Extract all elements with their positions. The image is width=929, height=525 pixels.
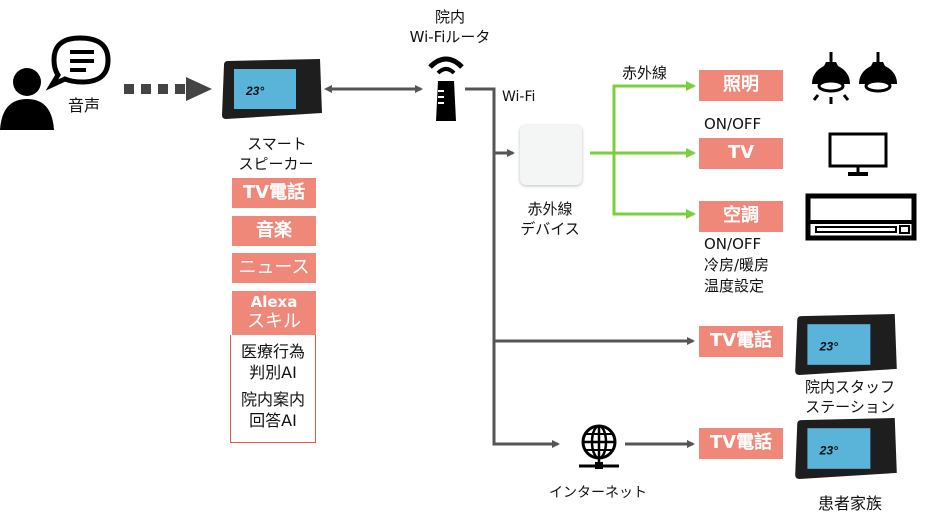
router-label-2: Wi-Fiルータ (409, 28, 491, 46)
voice-label: 音声 (68, 96, 101, 115)
staff-station-label-1: 院内スタッフ (804, 378, 895, 396)
smart-speaker-label-2: スピーカー (238, 155, 314, 173)
air-conditioner-icon (805, 193, 917, 241)
feature-alexa-skill: Alexa スキル (232, 291, 316, 335)
voice-arrow (124, 77, 212, 101)
feature-tv-call: TV電話 (232, 178, 316, 208)
ir-signal-label: 赤外線 (622, 64, 668, 82)
ai-item-medical-2: 判別AI (249, 363, 297, 382)
svg-text:23°: 23° (245, 84, 264, 98)
aircon-desc-1: ON/OFF (704, 235, 762, 253)
appliance-lighting: 照明 (699, 70, 783, 101)
speech-bubble-icon (45, 35, 111, 91)
ai-item-guide-1: 院内案内 (240, 390, 305, 409)
ir-device-label-2: デバイス (520, 220, 580, 238)
wifi-label: Wi-Fi (502, 89, 536, 105)
ir-signal-lines (590, 81, 696, 219)
svg-text:23°: 23° (819, 444, 839, 458)
staff-station-device: 23° (793, 312, 899, 376)
wifi-router-icon (428, 56, 464, 121)
family-device: 23° (793, 416, 899, 480)
staff-tv-call-tag: TV電話 (699, 326, 783, 357)
family-label: 患者家族 (817, 494, 882, 513)
family-tv-call-tag: TV電話 (699, 428, 783, 459)
lighting-desc: ON/OFF (704, 115, 762, 133)
staff-station-label-2: ステーション (805, 398, 895, 416)
svg-text:23°: 23° (819, 340, 839, 354)
aircon-desc-2: 冷房/暖房 (704, 256, 770, 274)
feature-news: ニュース (232, 253, 316, 283)
ai-item-guide-2: 回答AI (249, 411, 297, 430)
ir-device (520, 125, 582, 185)
user-icon (0, 35, 111, 130)
router-label-1: 院内 (434, 8, 465, 26)
feature-music: 音楽 (232, 216, 316, 246)
wifi-trunk-line (465, 87, 560, 448)
tv-icon (828, 132, 888, 176)
ir-device-label-1: 赤外線 (527, 200, 573, 218)
internet-globe-icon (579, 424, 619, 469)
ai-item-medical-1: 医療行為 (240, 342, 305, 361)
alexa-label: Alexa (250, 293, 298, 311)
ai-skills-box: 医療行為 判別AI 院内案内 回答AI (230, 335, 316, 443)
appliance-tv: TV (699, 138, 783, 169)
smart-speaker-device: 23° (220, 57, 324, 120)
smart-speaker-label-1: スマート (247, 135, 307, 153)
skill-label: スキル (247, 311, 301, 332)
ceiling-lamp-icon (812, 52, 897, 104)
aircon-desc-3: 温度設定 (704, 277, 765, 295)
internet-label: インターネット (549, 485, 647, 501)
appliance-aircon: 空調 (699, 201, 783, 232)
